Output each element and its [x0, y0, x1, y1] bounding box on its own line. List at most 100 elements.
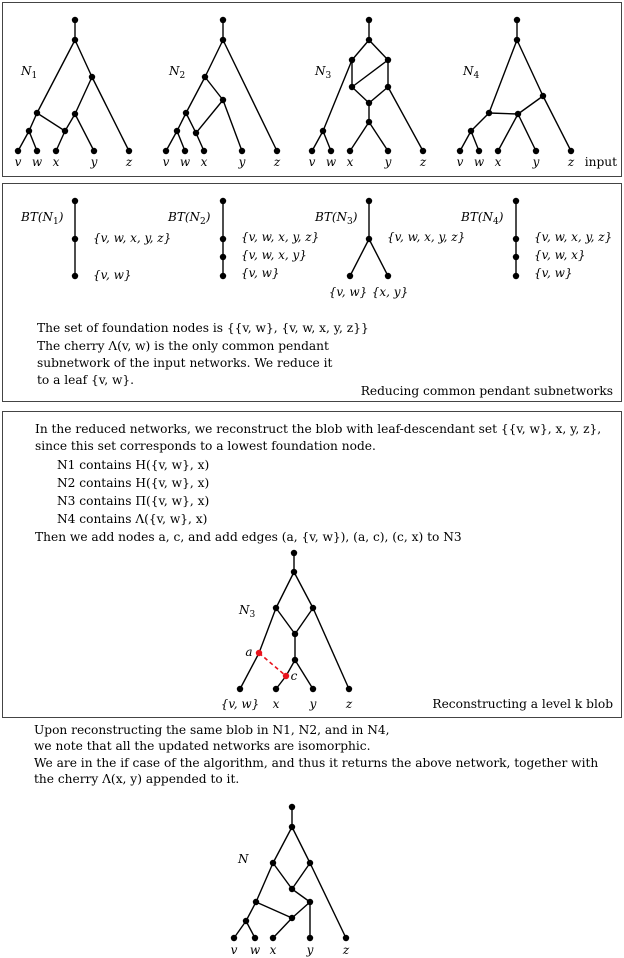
n3-edge-h-d	[368, 86, 389, 104]
n1-leaf-label-x: x	[53, 155, 60, 169]
nres-node-m	[288, 885, 296, 893]
n1-leaf-label-y: y	[90, 155, 98, 169]
bt3-label-0: {v, w, x, y, z}	[387, 230, 465, 244]
n2-leaf-label-y: y	[238, 155, 246, 169]
n4-edge-c-t	[470, 112, 490, 132]
n2-leaf-label-x: x	[201, 155, 208, 169]
nres-edge-q-m	[291, 862, 311, 890]
input-caption: input	[584, 155, 617, 169]
n2-node-z	[273, 147, 281, 155]
n2-edge-t-v	[165, 130, 178, 152]
blob-tree-bt-n4: BT(N4){v, w, x, y, z}{v, w, x}{v, w}	[460, 197, 612, 280]
n2-edge-h1-t	[176, 112, 187, 132]
bt3-edge-a-l	[349, 238, 370, 277]
bt1-label-0: {v, w, x, y, z}	[93, 231, 171, 245]
n2-node-r	[219, 36, 227, 44]
n3b-node-z	[345, 685, 353, 693]
n3-node-g	[348, 83, 356, 91]
n4-node-y	[532, 147, 540, 155]
bt3-edge-a-r	[368, 238, 389, 277]
n1-node-w	[33, 147, 41, 155]
n3b-node-c	[282, 672, 290, 680]
n1-node-y	[90, 147, 98, 155]
nres-node-h	[252, 898, 260, 906]
n4-node-h	[514, 110, 522, 118]
n2-edge-b-y	[222, 99, 243, 152]
n1-edge-p-h2	[74, 76, 93, 115]
n4-node-z	[567, 147, 575, 155]
n3b-node-q	[309, 604, 317, 612]
n3b-node-r0	[290, 549, 298, 557]
n2-node-y	[238, 147, 246, 155]
n3-edge-r-a	[351, 39, 370, 61]
bt4-node-c	[512, 272, 520, 280]
nres-node-g	[288, 914, 296, 922]
n3-node-r	[365, 36, 373, 44]
n1-node-x	[52, 147, 60, 155]
blob-tree-bt-n3: BT(N3){v, w, x, y, z}{v, w}{x, y}	[314, 197, 465, 299]
contains-n2: N2 contains H({v, w}, x)	[57, 476, 210, 490]
n3b-edge-p-a	[258, 607, 277, 654]
nres-edge-t-w	[245, 920, 256, 939]
n4-title: N4	[462, 64, 480, 81]
n3-node-e	[365, 118, 373, 126]
nres-node-c	[306, 898, 314, 906]
n1-title: N1	[20, 64, 37, 81]
n2-node-v	[162, 147, 170, 155]
nres-node-y	[306, 934, 314, 942]
nres-edge-r-q	[291, 826, 311, 864]
n1-edge-p-z	[91, 76, 130, 152]
n1-leaf-label-z: z	[125, 155, 133, 169]
n1-edge-h2-y	[74, 113, 95, 152]
n3-edge-c-v	[311, 130, 324, 152]
n3b-node-d	[291, 656, 299, 664]
isomorphic-text-1: Upon reconstructing the same blob in N1,…	[34, 723, 390, 737]
n3b-edge-d-y	[294, 659, 314, 690]
n3b-edge-q-m	[294, 607, 314, 635]
n3b-node-y	[309, 685, 317, 693]
n4-edge-h-x	[497, 113, 519, 152]
n3-leaf-label-v: v	[309, 155, 316, 169]
n3-node-c	[319, 127, 327, 135]
n2-title: N2	[168, 64, 185, 81]
n3-node-x	[346, 147, 354, 155]
n1-edge-h1-q	[36, 112, 66, 132]
bt2-node-b	[219, 253, 227, 261]
n3-edge-r-b	[368, 39, 389, 61]
bt4-label-0: {v, w, x, y, z}	[534, 230, 612, 244]
bt4-title: BT(N4)	[460, 210, 504, 227]
n4-node-r	[513, 36, 521, 44]
n2-node-x	[200, 147, 208, 155]
reconstruct-blob-panel: In the reduced networks, we reconstruct …	[2, 411, 622, 718]
n3b-node-vw	[236, 685, 244, 693]
n4-edge-t-w	[470, 130, 480, 152]
n3-leaf-label-x: x	[347, 155, 354, 169]
n4-edge-r-a	[516, 39, 544, 97]
n3-edge-e-x	[349, 121, 370, 152]
bt3-node-a	[365, 235, 373, 243]
contains-n1: N1 contains H({v, w}, x)	[57, 458, 210, 472]
bt2-title: BT(N2)	[167, 210, 211, 227]
n3-node-a	[348, 56, 356, 64]
n3b-node-a	[255, 649, 263, 657]
bt3-node-t	[365, 197, 373, 205]
n4-leaf-label-x: x	[495, 155, 502, 169]
nres-node-r	[288, 823, 296, 831]
n4-leaf-label-z: z	[567, 155, 575, 169]
n2-node-w	[181, 147, 189, 155]
bt4-label-1: {v, w, x}	[534, 248, 586, 262]
n1-edge-r-p	[74, 39, 93, 78]
nres-edge-p-h	[255, 862, 274, 903]
n4-edge-c-h	[488, 112, 519, 115]
n4-node-w	[475, 147, 483, 155]
n4-edge-r-c	[488, 39, 518, 114]
bt2-label-2: {v, w}	[241, 266, 280, 280]
n4-node-r0	[513, 16, 521, 24]
n4-leaf-label-y: y	[532, 155, 540, 169]
n4-node-c	[485, 109, 493, 117]
n1-edge-h2-q	[64, 113, 76, 132]
bt4-node-a	[512, 235, 520, 243]
n3-node-h	[384, 83, 392, 91]
